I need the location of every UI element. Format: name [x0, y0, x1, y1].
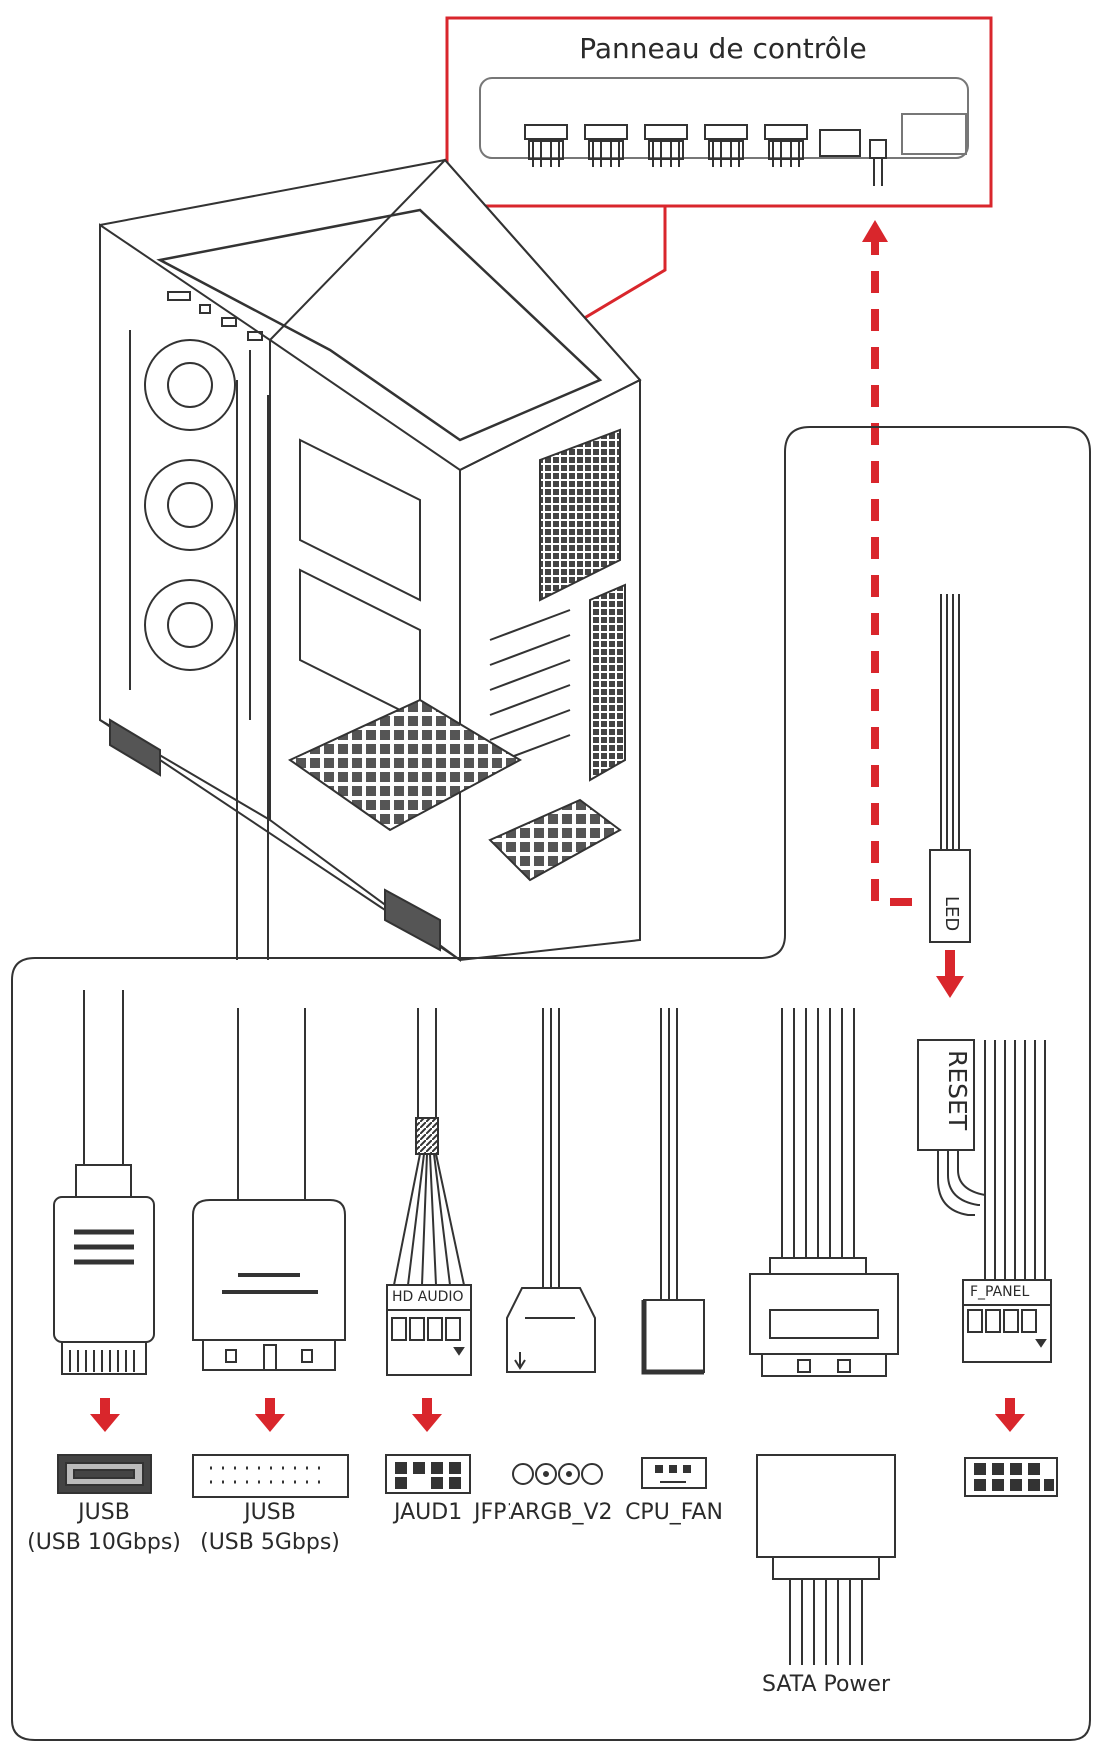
- jfp1-header: [964, 1457, 1058, 1497]
- argb-cable: [506, 1008, 603, 1485]
- hd-audio-cable: [385, 1008, 472, 1494]
- jusb-10-sub: (USB 10Gbps): [27, 1530, 181, 1555]
- cable-frame-outline: [11, 426, 1091, 1741]
- led-cable: [929, 594, 971, 943]
- red-arrow-led: [936, 950, 964, 998]
- reset-block: [917, 1039, 1052, 1363]
- red-arrow-jaud1: [412, 1398, 442, 1432]
- pc-case-illustration: [99, 158, 642, 962]
- cpu-fan-cable: [641, 1008, 707, 1489]
- panel-connectors: [524, 113, 967, 186]
- red-dashed-arrow: [862, 220, 912, 906]
- cpu-fan-label: CPU_FAN: [625, 1500, 723, 1525]
- usb-5gbps-cable: [192, 1008, 349, 1498]
- red-arrow-jusb-5: [255, 1398, 285, 1432]
- jusb-10-name: JUSB: [78, 1500, 130, 1525]
- control-panel-title: Panneau de contrôle: [579, 32, 867, 65]
- reset-label: RESET: [943, 1050, 972, 1131]
- sata-power-cable: [749, 1008, 899, 1665]
- argb-v2-label: ARGB_V2: [510, 1500, 613, 1525]
- jusb-5-sub: (USB 5Gbps): [200, 1530, 340, 1555]
- red-arrow-jfp1: [995, 1398, 1025, 1432]
- jusb-5-name: JUSB: [244, 1500, 296, 1525]
- f-panel-label: F_PANEL: [970, 1284, 1030, 1300]
- red-arrow-jusb-10: [90, 1398, 120, 1432]
- hd-audio-label: HD AUDIO: [392, 1289, 464, 1305]
- led-label: LED: [941, 896, 962, 932]
- usb-10gbps-cable: [53, 990, 155, 1494]
- control-panel-box: [379, 16, 993, 442]
- sata-power-label: SATA Power: [761, 1672, 891, 1697]
- jaud1-label: JAUD1: [394, 1500, 463, 1525]
